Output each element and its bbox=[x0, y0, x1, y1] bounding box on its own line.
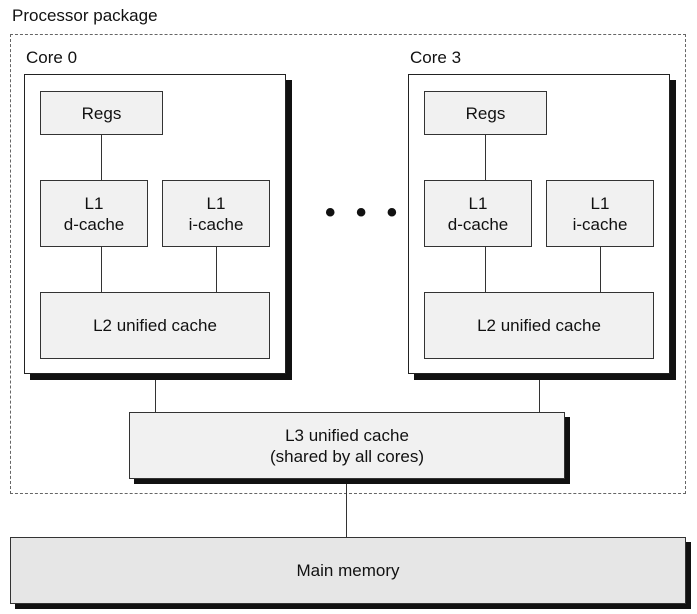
cores-ellipsis: • • • bbox=[325, 196, 404, 229]
core-3-regs-l1d-link bbox=[485, 135, 487, 180]
core-0-l1d-l2-link bbox=[101, 247, 103, 292]
core-0-l3-link bbox=[155, 380, 157, 412]
l3-unified-cache: L3 unified cache (shared by all cores) bbox=[129, 412, 565, 479]
processor-package-label: Processor package bbox=[12, 6, 158, 25]
core-0-l1-icache: L1 i-cache bbox=[162, 180, 270, 247]
core-0-regs: Regs bbox=[40, 91, 163, 135]
core-3-regs: Regs bbox=[424, 91, 547, 135]
core-3-l1i-l2-link bbox=[600, 247, 602, 292]
core-3-l1-dcache: L1 d-cache bbox=[424, 180, 532, 247]
core-3-l1d-l2-link bbox=[485, 247, 487, 292]
l3-memory-link bbox=[346, 484, 348, 537]
processor-package bbox=[10, 34, 686, 494]
core-0-l2-cache: L2 unified cache bbox=[40, 292, 270, 359]
core-0-l1-dcache: L1 d-cache bbox=[40, 180, 148, 247]
core-0-regs-l1d-link bbox=[101, 135, 103, 180]
core-3-label: Core 3 bbox=[410, 48, 462, 67]
core-3-l3-link bbox=[539, 380, 541, 412]
main-memory: Main memory bbox=[10, 537, 686, 604]
core-0-l1i-l2-link bbox=[216, 247, 218, 292]
core-3-l1-icache: L1 i-cache bbox=[546, 180, 654, 247]
core-0-label: Core 0 bbox=[26, 48, 78, 67]
core-3-l2-cache: L2 unified cache bbox=[424, 292, 654, 359]
